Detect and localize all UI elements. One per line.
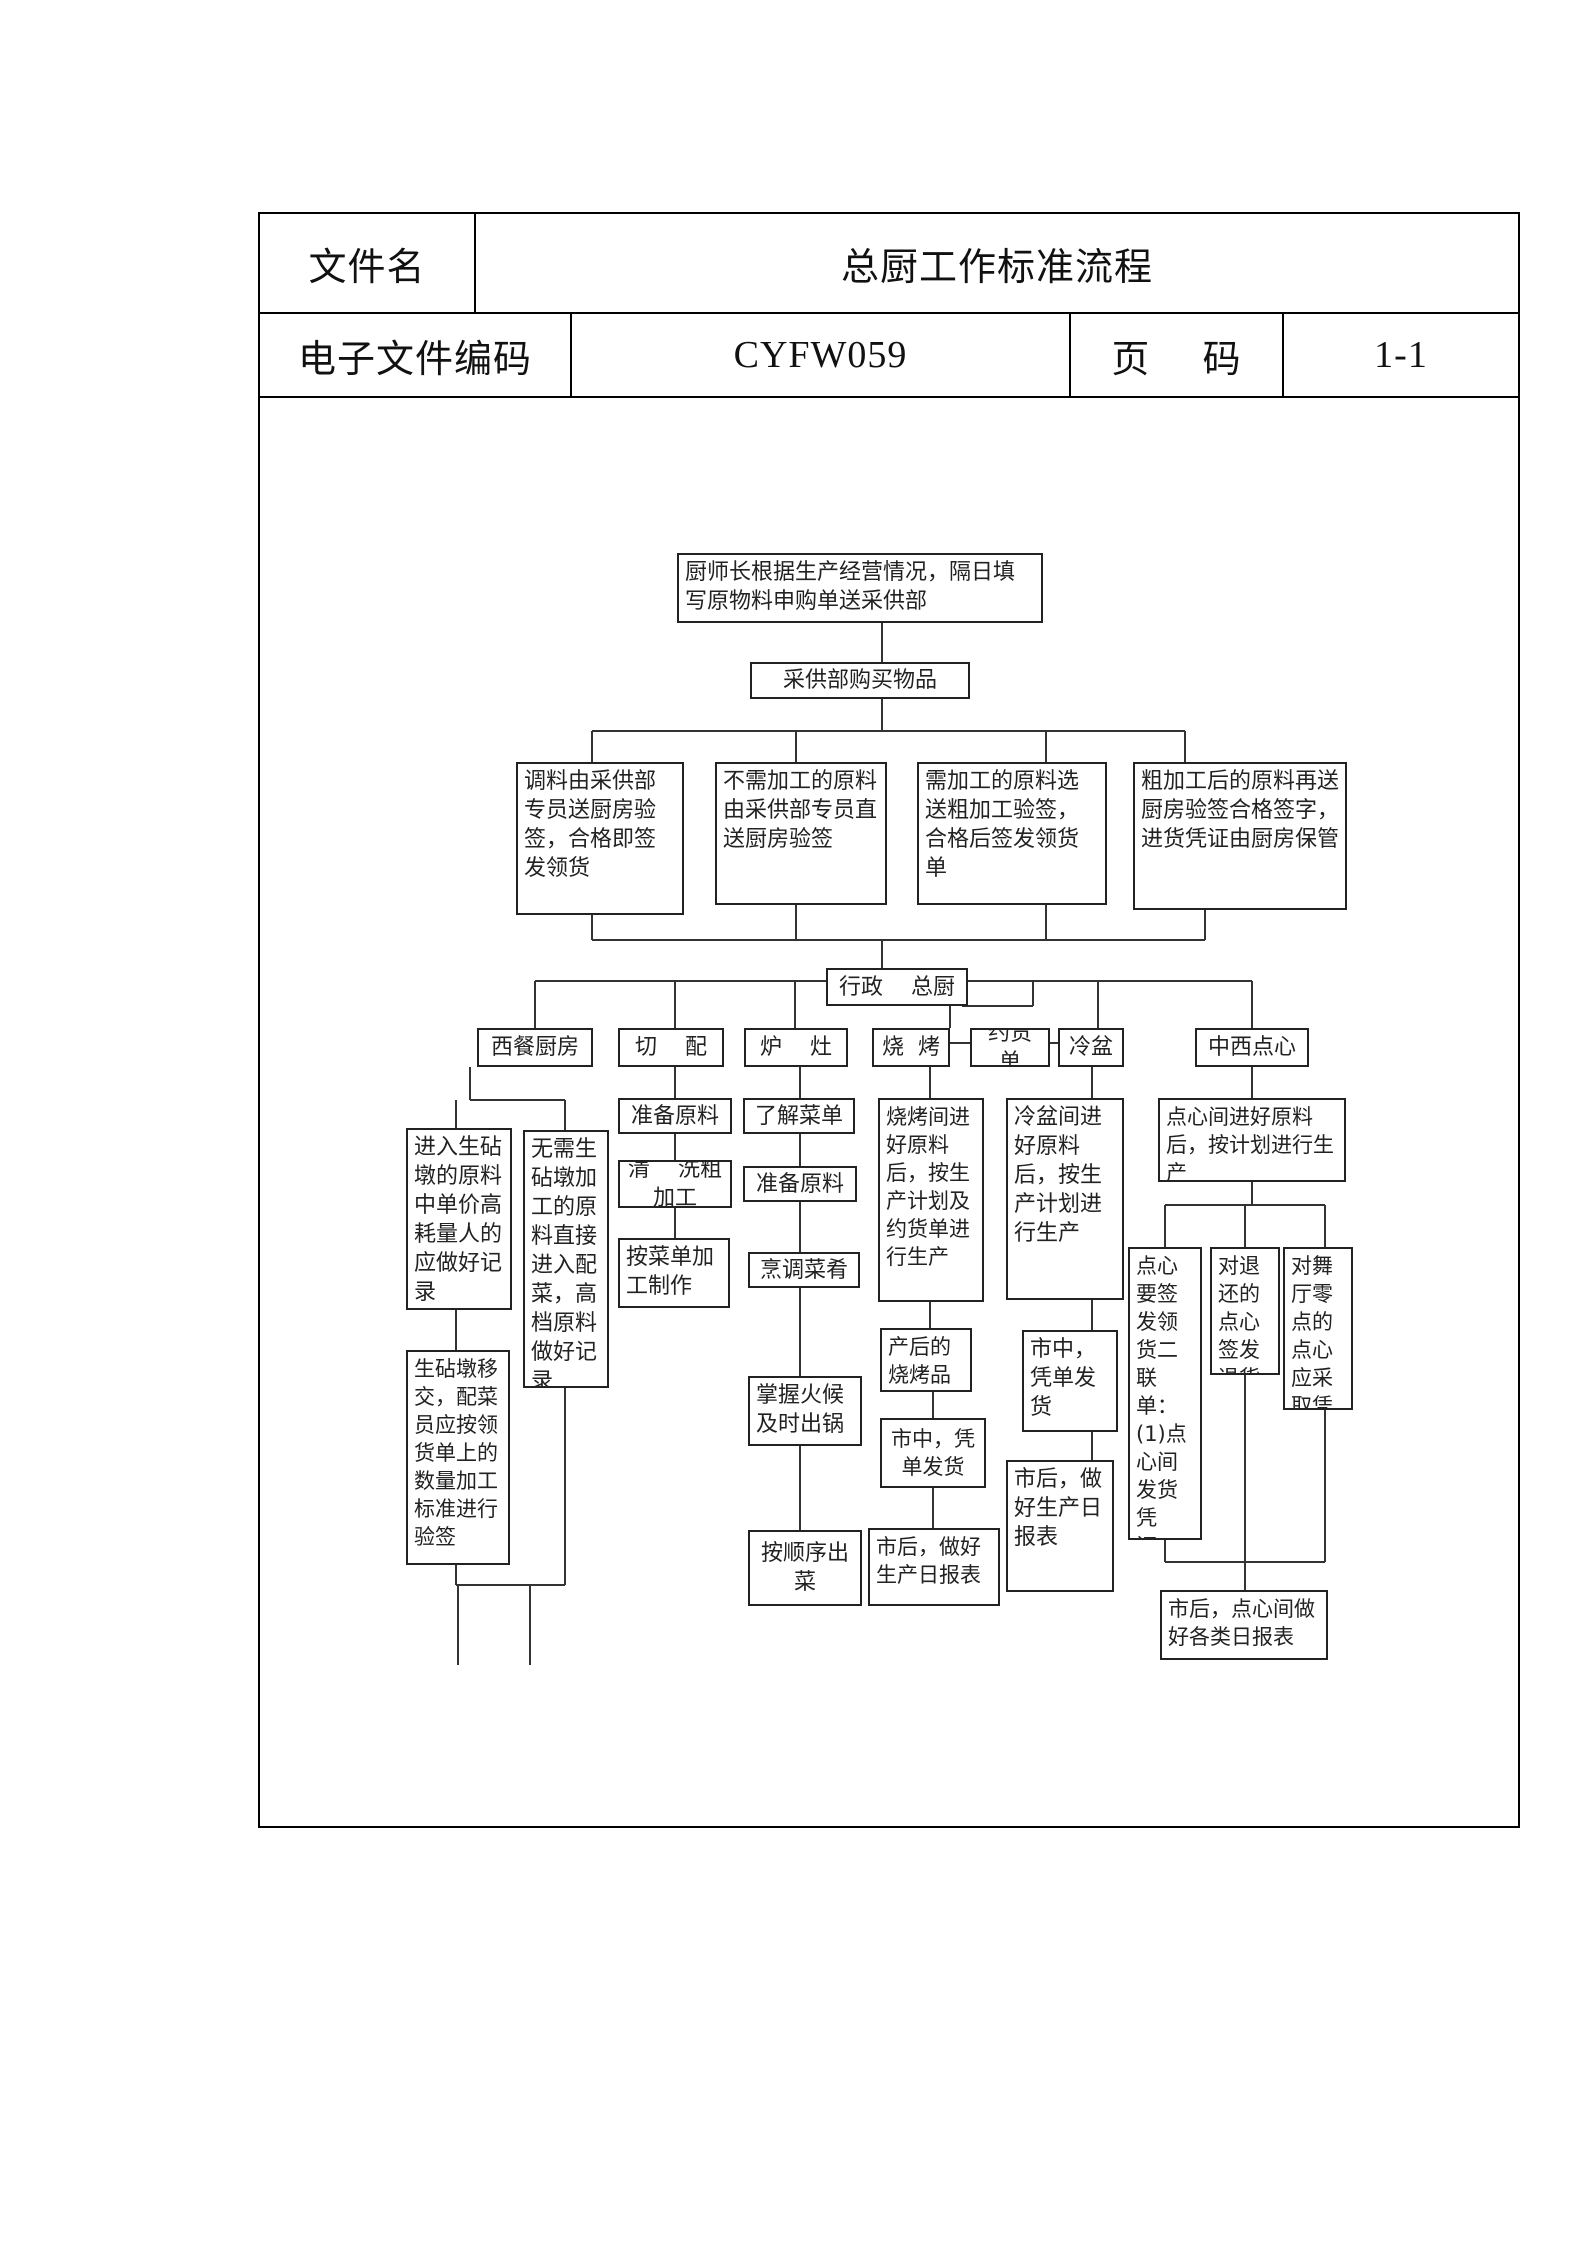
page-value: 1-1 [1374,334,1428,376]
dept-stove: 炉 灶 [744,1028,848,1067]
western-direct-box: 无需生砧墩加工的原料直接进入配菜，高档原料做好记录 [523,1130,609,1388]
order-slip-box: 约货单 [970,1028,1050,1067]
dept-cold-dish: 冷盆 [1058,1028,1124,1067]
receive-box-direct: 不需加工的原料由采供部专员直送厨房验签 [715,762,887,905]
header-col-2 [570,312,572,396]
file-name-label: 文件名 [308,244,426,289]
roast-product-box: 产后的烧烤品 [880,1328,972,1392]
dept-cutting: 切 配 [618,1028,724,1067]
cut-wash-box: 清 洗粗加工 [618,1160,732,1208]
dept-roast: 烧 烤 [872,1028,950,1067]
pastry-ballroom-box: 对舞厅零点的点心应采取凭单发货 [1283,1247,1353,1410]
stove-heat-box: 掌握火候及时出锅 [748,1376,862,1446]
roast-dispatch-box: 市中，凭单发货 [880,1418,986,1488]
receive-box-seasoning: 调料由采供部专员送厨房验签，合格即签发领货 [516,762,684,915]
purchase-box: 采供部购买物品 [750,662,970,699]
stove-menu-box: 了解菜单 [743,1098,855,1134]
header-col-4 [1282,312,1284,396]
cut-process-box: 按菜单加工制作 [618,1238,730,1308]
pastry-dispatch-box: 点心要签发领货二联单：(1)点心间发货凭证；(2)领货点进货凭证 [1128,1247,1202,1540]
header-divider-2 [258,396,1520,398]
code-label: 电子文件编码 [297,336,532,381]
code-value: CYFW059 [733,334,908,376]
cut-prepare-box: 准备原料 [618,1098,732,1134]
dept-pastry: 中西点心 [1195,1028,1309,1067]
admin-chef-box: 行政 总厨 [826,968,968,1006]
receive-box-rough: 需加工的原料选送粗加工验签，合格后签发领货单 [917,762,1107,905]
receive-box-processed: 粗加工后的原料再送厨房验签合格签字，进货凭证由厨房保管 [1133,762,1347,910]
stove-prepare-box: 准备原料 [743,1166,857,1202]
cold-report-box: 市后，做好生产日报表 [1006,1460,1114,1592]
western-transfer-box: 生砧墩移交，配菜员应按领货单上的数量加工标准进行验签 [406,1350,510,1565]
root-box: 厨师长根据生产经营情况，隔日填写原物料申购单送采供部 [677,553,1043,623]
dept-western-kitchen: 西餐厨房 [477,1028,593,1067]
header-col-3 [1069,312,1071,396]
roast-production-box: 烧烤间进好原料后，按生产计划及约货单进行生产 [878,1098,984,1302]
pastry-return-box: 对退还的点心签发退货单 [1210,1247,1280,1375]
stove-serve-box: 按顺序出 菜 [748,1530,862,1606]
pastry-report-box: 市后，点心间做好各类日报表 [1160,1590,1328,1660]
header-divider-1 [258,312,1520,314]
cold-production-box: 冷盆间进好原料后，按生产计划进行生产 [1006,1098,1124,1300]
roast-report-box: 市后，做好生产日报表 [868,1528,1000,1606]
page-label: 页 码 [1111,336,1242,381]
stove-cook-box: 烹调菜肴 [748,1252,860,1288]
file-name-value: 总厨工作标准流程 [840,244,1153,289]
header-col-1 [474,212,476,312]
western-record-box: 进入生砧墩的原料中单价高耗量人的应做好记录 [406,1128,512,1310]
document-frame [258,212,1520,1828]
cold-dispatch-box: 市中，凭单发货 [1022,1330,1118,1432]
pastry-production-box: 点心间进好原料后，按计划进行生产 [1158,1098,1346,1182]
